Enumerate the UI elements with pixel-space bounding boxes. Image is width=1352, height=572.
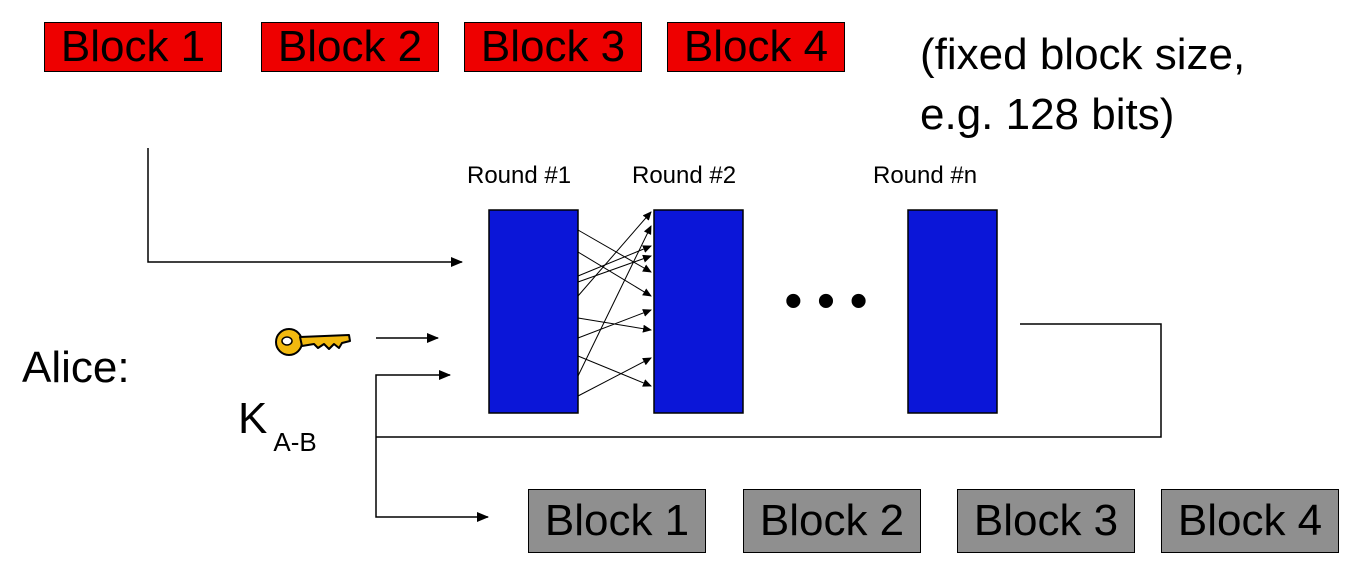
block-size-note-line-1: (fixed block size,: [920, 30, 1246, 79]
sender-label: Alice:: [22, 343, 130, 392]
round-label-2: Round #2: [632, 162, 737, 189]
ciphertext-output-arrow: [375, 437, 489, 522]
permutation-wires: [577, 211, 652, 397]
plaintext-input-arrow: [147, 148, 463, 267]
round-1-box: [488, 209, 579, 414]
output-feedback-line: [376, 323, 1162, 438]
round-label-1: Round #1: [467, 162, 572, 189]
block-size-note-line-2: e.g. 128 bits): [920, 90, 1175, 139]
plaintext-block-4: Block 4: [667, 22, 845, 72]
key-subscript: A-B: [273, 427, 317, 457]
key-letter: K: [238, 394, 268, 443]
key-icon: [275, 328, 351, 356]
plaintext-block-3: Block 3: [464, 22, 642, 72]
rounds-ellipsis: • • •: [784, 272, 868, 330]
ciphertext-block-1: Block 1: [528, 489, 706, 553]
ciphertext-block-2: Block 2: [743, 489, 921, 553]
plaintext-block-2: Block 2: [261, 22, 439, 72]
round-2-box: [653, 209, 744, 414]
ciphertext-block-3: Block 3: [957, 489, 1135, 553]
round-n-box: [907, 209, 998, 414]
feedback-arrow: [375, 370, 451, 437]
ciphertext-block-4: Block 4: [1161, 489, 1339, 553]
round-label-n: Round #n: [873, 162, 978, 189]
plaintext-block-1: Block 1: [44, 22, 222, 72]
